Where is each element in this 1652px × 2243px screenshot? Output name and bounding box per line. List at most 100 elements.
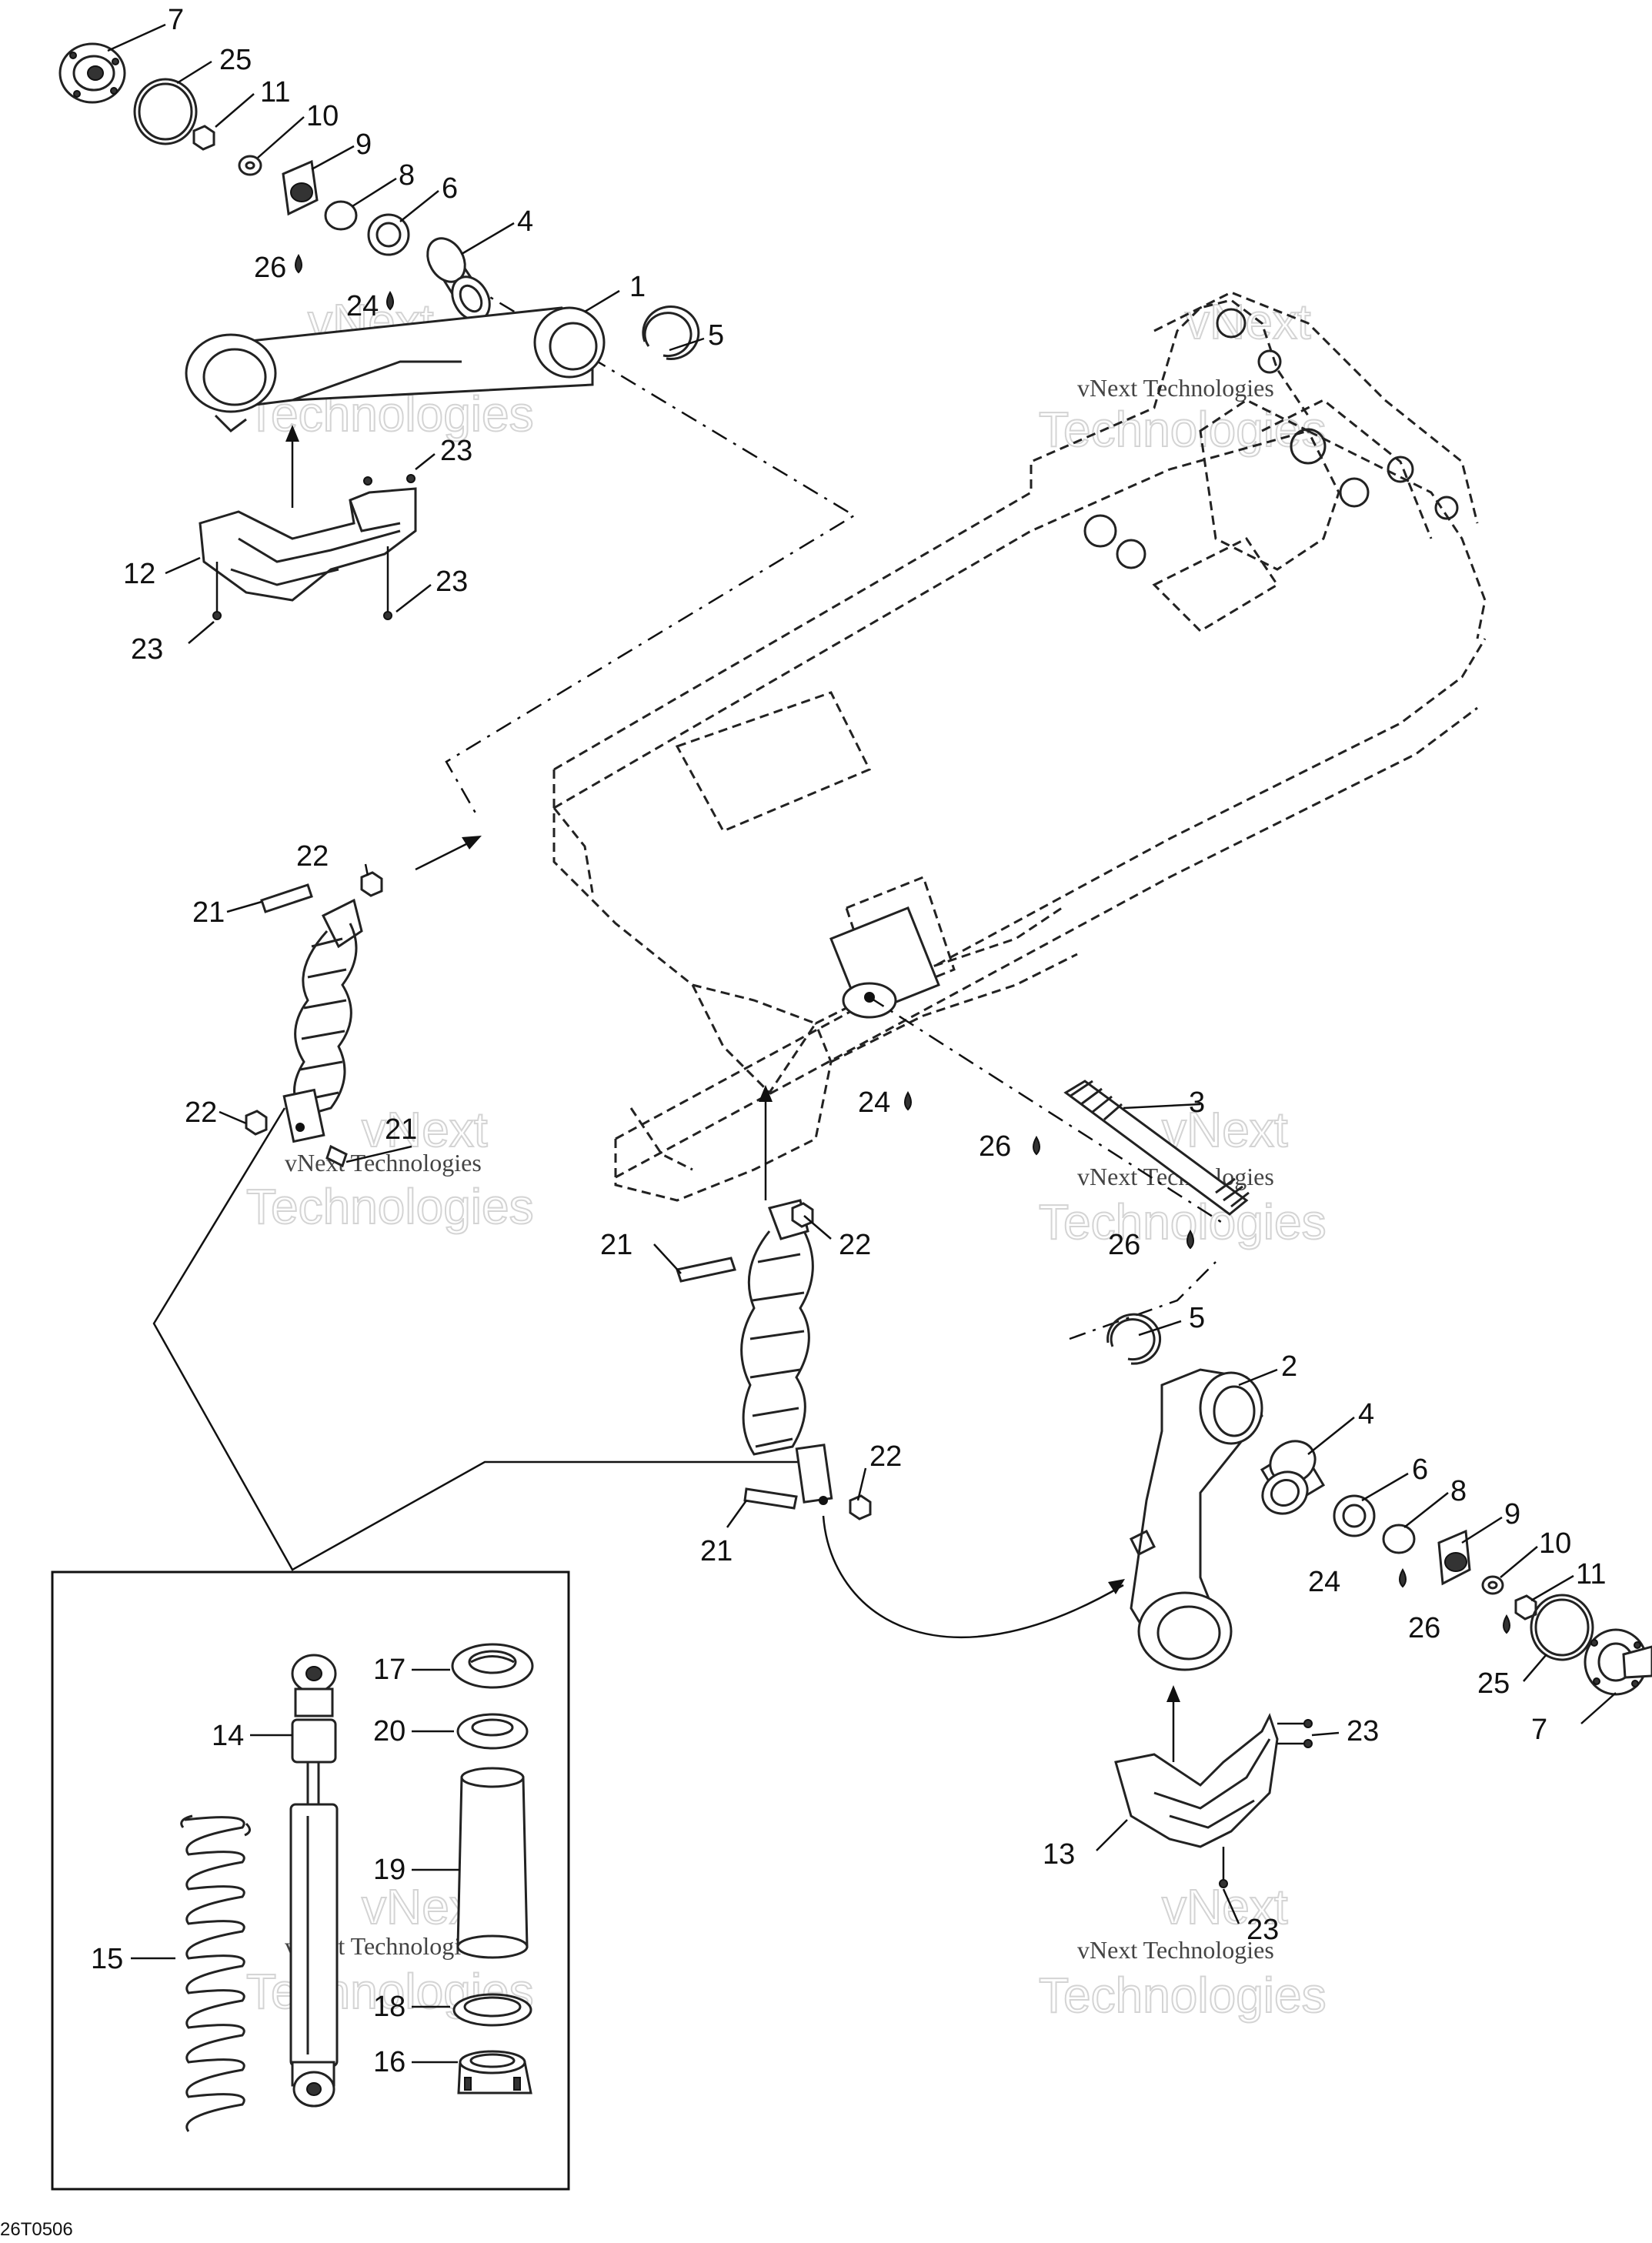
bolt-23 xyxy=(363,476,372,486)
callout-21: 21 xyxy=(385,1113,417,1146)
callout-22: 22 xyxy=(296,840,329,873)
callout-5: 5 xyxy=(1189,1302,1205,1334)
callout-11: 11 xyxy=(260,76,290,108)
callout-26: 26 xyxy=(1408,1612,1440,1644)
washer-18 xyxy=(452,1993,532,2027)
skid-plate-12 xyxy=(199,487,417,602)
callout-26: 26 xyxy=(979,1130,1011,1163)
callout-17: 17 xyxy=(373,1654,405,1686)
bearing-4 xyxy=(1260,1440,1326,1515)
grease-drop-icon xyxy=(1033,1135,1040,1156)
nut-11 xyxy=(192,125,215,151)
callout-23: 23 xyxy=(1247,1914,1279,1946)
spring-15 xyxy=(180,1814,251,2132)
bump-boot-19 xyxy=(456,1767,529,1959)
callout-24: 24 xyxy=(1308,1566,1340,1598)
pivot-shaft-3 xyxy=(1063,1080,1250,1216)
callout-19: 19 xyxy=(373,1854,405,1886)
nut-11 xyxy=(1514,1594,1537,1621)
frame-hole xyxy=(1216,308,1247,339)
bolt-21 xyxy=(325,1144,348,1168)
watermark-text: Technologies xyxy=(1039,1194,1327,1250)
bolt-23 xyxy=(1303,1739,1313,1748)
circlip-5 xyxy=(642,305,700,360)
watermark-text: vNext xyxy=(1185,294,1311,349)
bolt-21 xyxy=(260,883,313,913)
shock-left-installed xyxy=(245,871,383,1168)
arrow-head xyxy=(1166,1685,1180,1702)
frame-hole xyxy=(1339,477,1370,508)
callout-13: 13 xyxy=(1043,1838,1075,1871)
arrow-head xyxy=(462,836,482,849)
callout-26: 26 xyxy=(254,252,286,284)
callout-9: 9 xyxy=(355,129,372,161)
callout-23: 23 xyxy=(436,566,468,598)
callout-24: 24 xyxy=(346,290,379,322)
frame-hole xyxy=(1290,428,1327,465)
callout-21: 21 xyxy=(700,1535,733,1567)
callout-4: 4 xyxy=(517,205,533,238)
diagram-code: 26T0506 xyxy=(0,2219,73,2240)
circlip-5 xyxy=(1106,1313,1162,1365)
callout-12: 12 xyxy=(123,558,155,590)
watermark-text: Technologies xyxy=(246,1179,534,1234)
seal-6 xyxy=(367,213,410,256)
washer-10 xyxy=(1481,1575,1504,1595)
nut-22 xyxy=(791,1202,814,1228)
grease-drops xyxy=(295,253,1510,1634)
grease-drop-icon xyxy=(1503,1614,1510,1634)
bolt-23 xyxy=(383,611,392,620)
arrow-head xyxy=(285,425,299,442)
bolt-21 xyxy=(676,1257,736,1283)
hub-7-right xyxy=(1584,1628,1652,1696)
callout-8: 8 xyxy=(399,159,415,192)
callout-16: 16 xyxy=(373,2046,405,2078)
retainer-20 xyxy=(456,1713,529,1750)
callout-22: 22 xyxy=(839,1229,871,1261)
watermark-text: vNext Technologies xyxy=(1077,374,1274,402)
callout-1: 1 xyxy=(629,271,646,303)
swing-arm-left-group xyxy=(58,42,700,620)
callout-15: 15 xyxy=(91,1943,123,1975)
callout-10: 10 xyxy=(1539,1527,1571,1560)
callout-23: 23 xyxy=(131,633,163,666)
frame-hole xyxy=(1083,514,1117,548)
grease-drop-icon xyxy=(1186,1229,1194,1250)
nut-22 xyxy=(245,1110,268,1136)
watermark-text: vNext Technologies xyxy=(1077,1936,1274,1964)
seal-6 xyxy=(1333,1494,1376,1537)
callout-7: 7 xyxy=(1531,1714,1547,1746)
bolt-23 xyxy=(1303,1719,1313,1728)
washer-10 xyxy=(238,155,262,176)
nut-22 xyxy=(360,871,383,897)
o-ring-25 xyxy=(133,78,198,145)
bolt-21 xyxy=(743,1487,798,1510)
watermark-text: vNext xyxy=(1162,1102,1288,1157)
callout-25: 25 xyxy=(1477,1667,1510,1700)
ring-8 xyxy=(324,200,358,231)
shock-detail-box xyxy=(51,1570,570,2191)
grease-drop-icon xyxy=(295,253,302,274)
skid-plate-13 xyxy=(1114,1713,1279,1848)
grease-drop-icon xyxy=(386,290,394,311)
o-ring-25 xyxy=(1530,1594,1594,1661)
bolt-23 xyxy=(1219,1879,1228,1888)
vehicle-frame xyxy=(552,291,1487,1202)
frame-hole xyxy=(1434,496,1459,520)
watermark: vNext vNext Technologies Technologies xyxy=(1038,1101,1327,1250)
callout-labels: 7 25 11 10 9 8 6 4 26 24 1 5 23 12 23 23… xyxy=(91,4,1606,2078)
bolt-23 xyxy=(406,474,416,483)
nut-22 xyxy=(849,1494,872,1520)
grease-drop-icon xyxy=(904,1090,912,1111)
swing-arm-2 xyxy=(1129,1368,1263,1671)
adjuster-16 xyxy=(457,2050,532,2094)
callout-26: 26 xyxy=(1108,1229,1140,1261)
callout-11: 11 xyxy=(1576,1558,1606,1590)
callout-leaders xyxy=(107,23,1617,2064)
watermark: vNext vNext Technologies Technologies xyxy=(245,1101,535,1235)
callout-22: 22 xyxy=(185,1096,217,1129)
spring-seat-17 xyxy=(451,1643,534,1689)
callout-23: 23 xyxy=(1347,1715,1379,1747)
callout-4: 4 xyxy=(1358,1398,1374,1430)
